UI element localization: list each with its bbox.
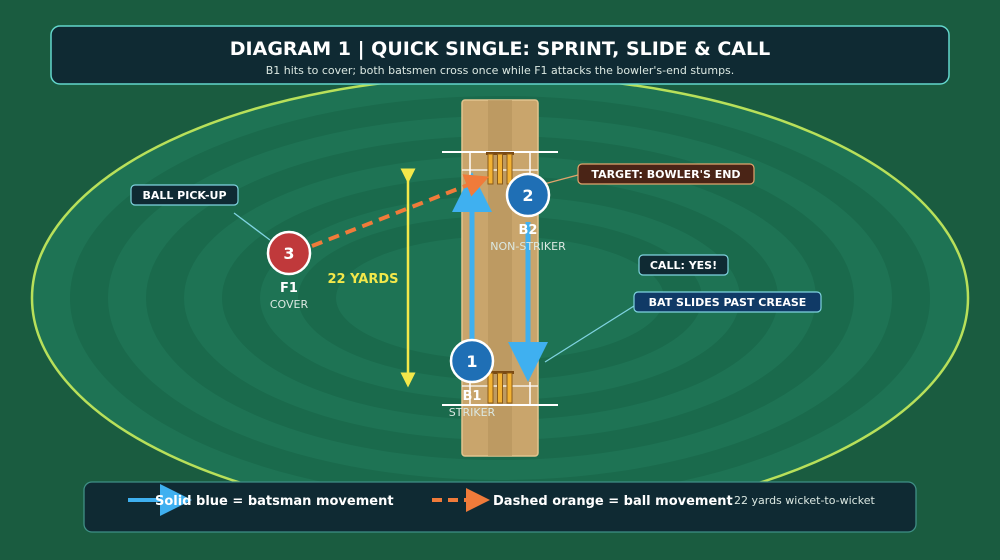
callout-ball-pickup: BALL PICK-UP <box>130 184 239 206</box>
batsman-number: 2 <box>522 186 533 205</box>
distance-marker: 22 YARDS <box>327 168 416 388</box>
batsman-number: 1 <box>466 352 477 371</box>
batsman-marker <box>449 338 495 384</box>
callout-text: BAT SLIDES PAST CREASE <box>649 296 807 309</box>
fielder-f1: 3 F1 COVER <box>266 230 312 311</box>
legend-batsman-label: Solid blue = batsman movement <box>155 494 394 509</box>
batsman-b1: 1 B1 STRIKER <box>449 338 496 419</box>
legend-ball-label: Dashed orange = ball movement <box>493 494 733 509</box>
fielder-role: COVER <box>270 298 309 311</box>
field-oval <box>30 74 970 522</box>
leader-ball-pickup <box>233 212 271 241</box>
leader-slide <box>544 305 635 363</box>
ball-throw-arrow <box>311 174 490 248</box>
callout-call: CALL: YES! <box>638 254 729 276</box>
fielder-marker <box>266 230 312 276</box>
batsman-role: NON-STRIKER <box>490 240 566 253</box>
distance-label: 22 YARDS <box>327 272 398 287</box>
fielder-number: 3 <box>283 244 294 263</box>
fielder-label: F1 <box>280 281 298 296</box>
stumps-bowlers-end <box>486 152 514 185</box>
legend-note: 22 yards wicket-to-wicket <box>734 494 875 507</box>
callout-text: BALL PICK-UP <box>142 189 226 202</box>
leader-target <box>543 174 579 185</box>
legend-panel: Solid blue = batsman movement Dashed ora… <box>83 481 917 533</box>
batsman-label: B2 <box>519 223 538 238</box>
stumps-strikers-end <box>486 371 514 404</box>
callout-target: TARGET: BOWLER'S END <box>577 163 755 185</box>
batsman-role: STRIKER <box>449 406 496 419</box>
page-subtitle: B1 hits to cover; both batsmen cross onc… <box>266 64 735 77</box>
batsman-marker <box>505 172 551 218</box>
title-panel: DIAGRAM 1 | QUICK SINGLE: SPRINT, SLIDE … <box>50 25 950 85</box>
callout-text: CALL: YES! <box>650 259 717 272</box>
callout-slide: BAT SLIDES PAST CREASE <box>633 291 822 313</box>
batsman-b2: 2 B2 NON-STRIKER <box>490 172 566 253</box>
page-title: DIAGRAM 1 | QUICK SINGLE: SPRINT, SLIDE … <box>230 38 770 60</box>
callout-text: TARGET: BOWLER'S END <box>591 168 740 181</box>
batsman-label: B1 <box>463 389 482 404</box>
